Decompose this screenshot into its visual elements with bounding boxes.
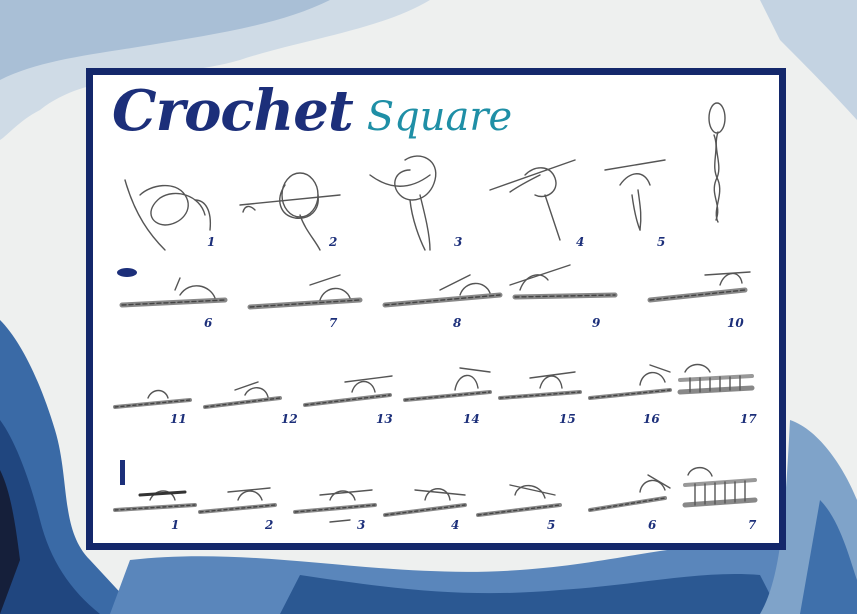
- step-illustration-dc-4: [385, 489, 465, 515]
- step-illustration-sc-15: [500, 372, 580, 398]
- step-illustration-dc-3: [295, 490, 375, 522]
- step-illustration-dc-6: [590, 475, 670, 510]
- step-illustration-dc-7: [685, 468, 755, 505]
- step-illustration-sc-12: [205, 382, 280, 407]
- step-illustration-slip-knot-2: [240, 173, 340, 250]
- step-illustration-slip-knot-4: [490, 160, 575, 240]
- step-illustration-slip-knot-3: [370, 156, 436, 250]
- step-illustration-sc-16: [590, 365, 670, 398]
- step-illustration-sc-17: [680, 365, 752, 393]
- step-illustration-dc-5: [478, 485, 560, 515]
- step-illustration-chain-9: [510, 265, 615, 297]
- step-illustration-sc-11: [115, 391, 190, 408]
- step-illustration-chain-10: [650, 272, 750, 300]
- step-illustration-chain-6: [122, 278, 225, 305]
- step-illustration-sc-14: [405, 368, 490, 400]
- step-illustration-chain-8: [385, 275, 500, 305]
- step-illustration-dc-2: [200, 488, 275, 512]
- step-illustration-chain-7: [250, 275, 360, 307]
- step-illustration-chain-column: [709, 103, 725, 222]
- step-illustration-sc-13: [305, 376, 392, 405]
- step-illustration-slip-knot-5: [605, 160, 665, 230]
- step-illustration-dc-1: [115, 491, 195, 510]
- step-illustration-slip-knot-1: [125, 180, 210, 250]
